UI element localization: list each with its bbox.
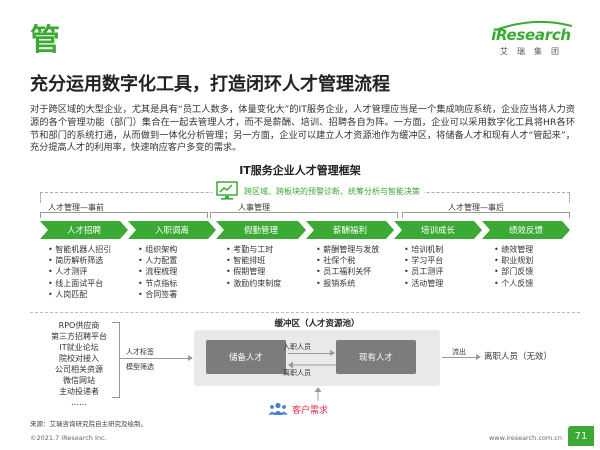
copyright: ©2021.7 iResearch Inc. <box>30 434 107 442</box>
list-item: 假期管理 <box>226 266 281 277</box>
people-icon <box>268 402 288 415</box>
list-item: 人岗匹配 <box>48 289 111 300</box>
banner-text: 跨区域、跨板块的预警诊断、统筹分析与智能决策 <box>244 186 420 196</box>
monitor-chart-icon <box>216 181 238 200</box>
exit-label: 离职人员（无效） <box>484 352 553 362</box>
source-item: 第三方招聘平台 <box>51 332 107 341</box>
source-item: 微信网站 <box>63 376 95 385</box>
stage-training: 培训成长 <box>394 221 482 239</box>
list-item: 人力配置 <box>138 255 177 266</box>
framework-title: IT服务企业人才管理框架 <box>239 164 361 177</box>
flow-in-arrow <box>288 350 335 356</box>
stage-items-attendance: 考勤与工时 智能排班 假期管理 激励约束制度 <box>226 244 281 289</box>
list-item: 节点指标 <box>138 278 177 289</box>
phase-line-pre <box>40 212 208 218</box>
logo-sub: 艾瑞集团 <box>500 47 568 56</box>
stage-recruit: 人才招聘 <box>40 221 128 239</box>
source-item: IT就业论坛 <box>59 343 99 352</box>
list-item: 员工测评 <box>404 266 443 277</box>
flow-out-label: 离职人员 <box>283 369 311 377</box>
phase-label-post: 人才管理—事后 <box>448 203 504 212</box>
list-item: 智能机器人招引 <box>48 244 111 255</box>
source-item: 院校对接入 <box>59 354 99 363</box>
exit-arrow-label: 流出 <box>452 348 466 356</box>
source-item: 公司相关资源 <box>55 365 103 374</box>
logo-swoosh-icon <box>495 20 573 31</box>
list-item: 人才测评 <box>48 266 111 277</box>
list-item: 学习平台 <box>404 255 443 266</box>
tag-label: 人才标签 <box>126 348 154 356</box>
customer-demand-text: 客户需求 <box>292 405 329 416</box>
banner: 跨区域、跨板块的预警诊断、统筹分析与智能决策 <box>212 180 424 202</box>
screen-label: 模型筛选 <box>126 363 154 371</box>
flow-in-label: 入职人员 <box>283 343 311 351</box>
iresearch-logo: iResearch 艾瑞集团 <box>486 20 576 57</box>
list-item: 部门反馈 <box>494 266 533 277</box>
stage-items-training: 培训机制 学习平台 员工测评 活动管理 <box>404 244 443 289</box>
source-arrow <box>120 355 193 361</box>
exit-arrow <box>442 354 481 360</box>
stage-items-onboard: 组织架构 人力配置 流程梳理 节点指标 合同签署 <box>138 244 177 300</box>
phase-label-pre: 人才管理—事前 <box>48 203 104 212</box>
source-item: …… <box>71 398 87 407</box>
source-note: 来源：艾瑞咨询研究院自主研究及绘制。 <box>30 420 147 428</box>
customer-arrow <box>314 387 322 401</box>
list-item: 线上面试平台 <box>48 278 111 289</box>
source-item: 主动投递者 <box>59 387 99 396</box>
stage-items-performance: 绩效管理 职业规划 部门反馈 个人反馈 <box>494 244 533 289</box>
list-item: 激励约束制度 <box>226 278 281 289</box>
stage-compensation: 薪酬福利 <box>306 221 394 239</box>
stage-row: 人才招聘 入职调离 假勤管理 薪酬福利 培训成长 绩效反馈 <box>40 221 570 239</box>
list-item: 流程梳理 <box>138 266 177 277</box>
list-item: 合同签署 <box>138 289 177 300</box>
logo-brand: iResearch <box>491 26 571 44</box>
talent-sources: RPO供应商 第三方招聘平台 IT就业论坛 院校对接入 公司相关资源 微信网站 … <box>40 320 118 408</box>
list-item: 智能排班 <box>226 255 281 266</box>
list-item: 职业规划 <box>494 255 533 266</box>
list-item: 员工福利关怀 <box>316 266 379 277</box>
list-item: 组织架构 <box>138 244 177 255</box>
website: www.iresearch.com.cn <box>488 434 562 442</box>
list-item: 绩效管理 <box>494 244 533 255</box>
divider <box>30 312 580 313</box>
pool-title: 缓冲区（人才资源池） <box>274 319 360 329</box>
stage-attendance: 假勤管理 <box>216 221 306 239</box>
stage-onboard: 入职调离 <box>128 221 216 239</box>
list-item: 培训机制 <box>404 244 443 255</box>
flow-out-arrow <box>288 361 336 369</box>
list-item: 简历解析筛选 <box>48 255 111 266</box>
list-item: 薪酬管理与发放 <box>316 244 379 255</box>
stage-items-recruit: 智能机器人招引 简历解析筛选 人才测评 线上面试平台 人岗匹配 <box>48 244 111 300</box>
stage-performance: 绩效反馈 <box>482 221 570 239</box>
page-number: 71 <box>568 426 594 446</box>
current-talent-box: 现有人才 <box>336 340 416 374</box>
list-item: 报销系统 <box>316 278 379 289</box>
phase-label-hr: 人事管理 <box>238 203 270 212</box>
list-item: 个人反馈 <box>494 278 533 289</box>
stage-items-compensation: 薪酬管理与发放 社保个税 员工福利关怀 报销系统 <box>316 244 379 289</box>
phase-line-hr <box>210 212 398 218</box>
list-item: 考勤与工时 <box>226 244 281 255</box>
customer-demand: 客户需求 <box>268 402 328 416</box>
source-item: RPO供应商 <box>58 321 100 330</box>
phase-line-post <box>402 212 570 218</box>
intro-paragraph: 对于跨区域的大型企业，尤其是具有“员工人数多，体量变化大”的IT服务企业，人才管… <box>30 104 575 154</box>
section-char: 管 <box>30 23 60 58</box>
reserve-talent-box: 储备人才 <box>206 340 286 374</box>
list-item: 活动管理 <box>404 278 443 289</box>
headline: 充分运用数字化工具，打造闭环人才管理流程 <box>30 74 390 95</box>
sources-bracket <box>112 322 120 398</box>
list-item: 社保个税 <box>316 255 379 266</box>
